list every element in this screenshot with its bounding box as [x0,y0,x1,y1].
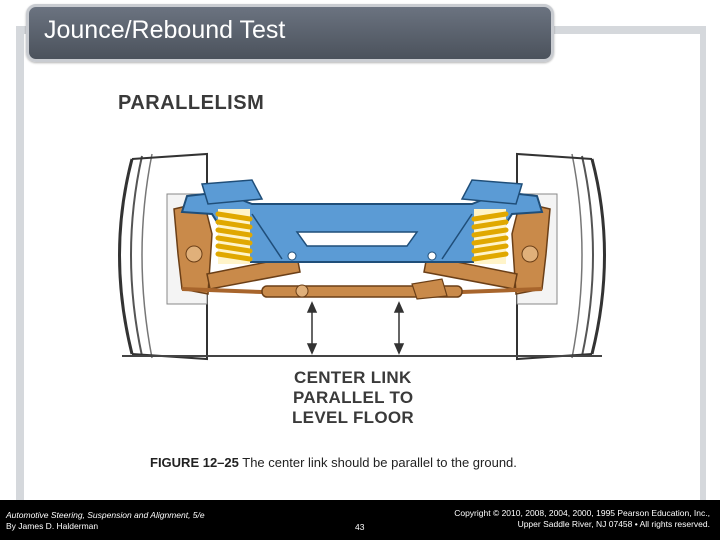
footer-book-info: Automotive Steering, Suspension and Alig… [6,510,205,532]
suspension-illustration [118,152,606,361]
title-tab [26,4,554,62]
footer-book-title: Automotive Steering, Suspension and Alig… [6,510,205,520]
footer-copyright-line-2: Upper Saddle River, NJ 07458 • All right… [517,519,710,529]
figure-label-line-2: PARALLEL TO [293,388,414,407]
footer-author: By James D. Halderman [6,521,99,531]
slide-frame-left [16,26,24,500]
footer-copyright: Copyright © 2010, 2008, 2004, 2000, 1995… [454,508,710,530]
crossmember [180,179,544,263]
slide-title: Jounce/Rebound Test [44,16,286,44]
footer-page-number: 43 [355,522,365,532]
measurement-arrows [306,301,405,355]
figure-label-line-3: LEVEL FLOOR [292,408,414,427]
figure-caption: FIGURE 12–25 The center link should be p… [150,455,517,470]
figure-heading: PARALLELISM [118,92,265,114]
center-link [181,278,543,300]
caption-figure-number: FIGURE 12–25 [150,455,239,470]
slide-footer: Automotive Steering, Suspension and Alig… [0,500,720,540]
caption-text: The center link should be parallel to th… [242,455,517,470]
figure-label-line-1: CENTER LINK [294,368,412,387]
right-coil-spring [471,209,509,264]
left-coil-spring [215,209,253,264]
footer-copyright-line-1: Copyright © 2010, 2008, 2004, 2000, 1995… [454,508,710,518]
slide-frame-right [700,26,706,500]
